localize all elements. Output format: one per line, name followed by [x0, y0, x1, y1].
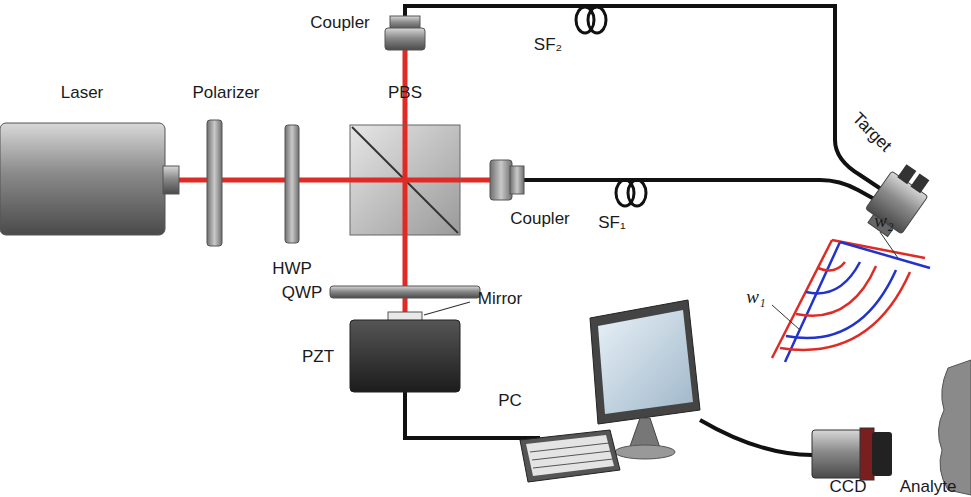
hwp-label: HWP: [272, 260, 312, 277]
target-probe: [860, 160, 936, 243]
fringe-fan: [772, 232, 930, 362]
pbs-label: PBS: [388, 84, 422, 101]
qwp-label: QWP: [282, 284, 323, 301]
width-label: w₂: [874, 211, 893, 230]
pzt-label: PZT: [302, 348, 334, 365]
polarizer-plate: [207, 120, 222, 246]
fiber-1: [520, 180, 885, 205]
pc-label: PC: [498, 392, 522, 409]
coupler-right: [490, 160, 512, 200]
coupler-label: Coupler: [310, 14, 370, 31]
ccd-camera: [812, 428, 892, 480]
fiber-label: SF₁: [598, 214, 625, 231]
computer: [520, 300, 700, 482]
coupler-label: Coupler: [510, 210, 570, 227]
ccd-label: CCD: [830, 477, 867, 494]
analyte-sample: [938, 360, 971, 495]
quarter-wave-plate: [330, 286, 480, 298]
pbs-cube: [350, 125, 460, 235]
laser-body: [0, 123, 165, 235]
analyte-label: Analyte: [900, 477, 957, 494]
ccd-cable: [700, 420, 812, 455]
polarizer-label: Polarizer: [192, 84, 259, 101]
fiber-label: SF₂: [534, 36, 562, 53]
width-label: w₁: [746, 287, 765, 306]
laser-label: Laser: [61, 84, 104, 101]
pzt-cable: [405, 392, 540, 438]
target-label: Target: [849, 109, 894, 154]
half-wave-plate: [285, 125, 299, 243]
mirror-label: Mirror: [478, 290, 522, 307]
coupler-top: [385, 28, 425, 50]
fiber-2: [405, 6, 890, 195]
pzt-stage: [350, 320, 460, 392]
